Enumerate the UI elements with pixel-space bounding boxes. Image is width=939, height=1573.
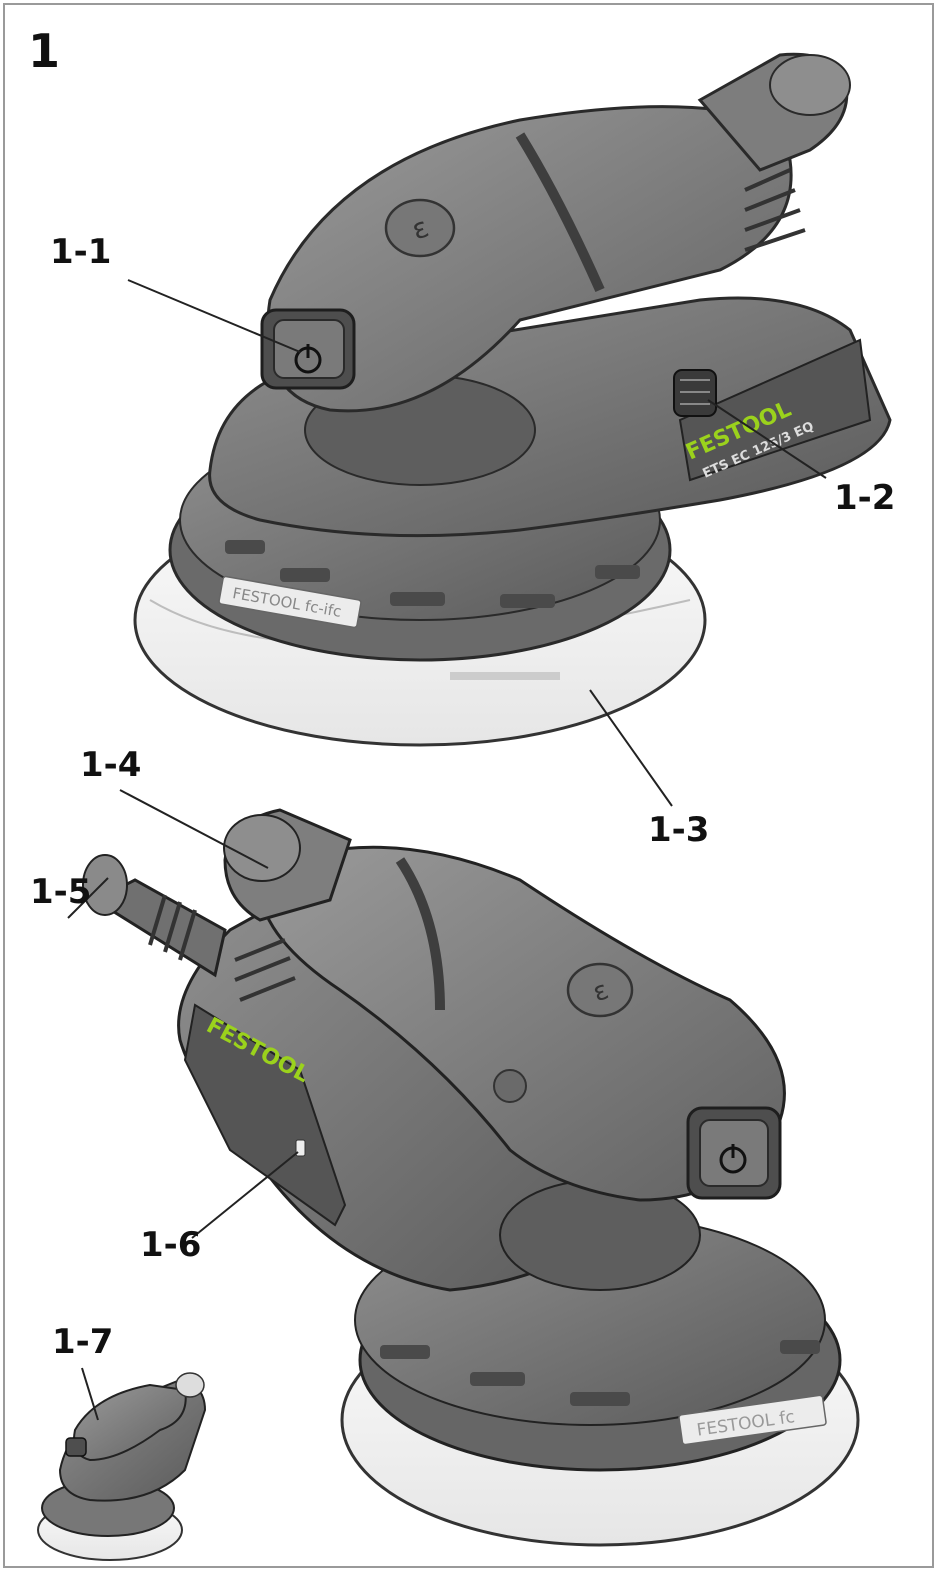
speed-regulation-wheel: [673, 369, 717, 417]
callout-1-7: 1-7: [52, 1322, 114, 1362]
figure-number: 1: [28, 24, 61, 78]
on-off-switch-bottom: [686, 1106, 782, 1200]
leader-1-4: [119, 789, 269, 869]
leader-1-6: [191, 1151, 299, 1239]
logo-emblem-bottom: [566, 962, 634, 1018]
leader-1-2: [707, 399, 827, 479]
leader-1-1: [127, 279, 301, 353]
callout-1-1: 1-1: [50, 232, 112, 272]
logo-emblem-top: [384, 198, 456, 258]
callout-1-6: 1-6: [140, 1225, 202, 1265]
leader-1-3: [589, 689, 673, 807]
on-off-switch-top: [260, 308, 356, 390]
led-indicator: [295, 1139, 306, 1157]
leader-1-5: [67, 877, 109, 919]
small-sander-variant: [37, 1372, 207, 1561]
leader-1-7: [81, 1367, 99, 1421]
leader-lines: [67, 279, 827, 1421]
handle-top: [266, 105, 793, 413]
top-sander: ε FESTOOL ETS EC 125/3 EQ FESTOOL fc-ifc: [133, 52, 892, 747]
callout-1-3: 1-3: [648, 810, 710, 850]
callout-1-4: 1-4: [80, 745, 142, 785]
callout-1-5: 1-5: [30, 872, 92, 912]
power-cable-connection: [82, 854, 227, 978]
callout-1-2: 1-2: [834, 478, 896, 518]
bottom-sander: FESTOOL fc FESTOOL: [82, 808, 860, 1547]
